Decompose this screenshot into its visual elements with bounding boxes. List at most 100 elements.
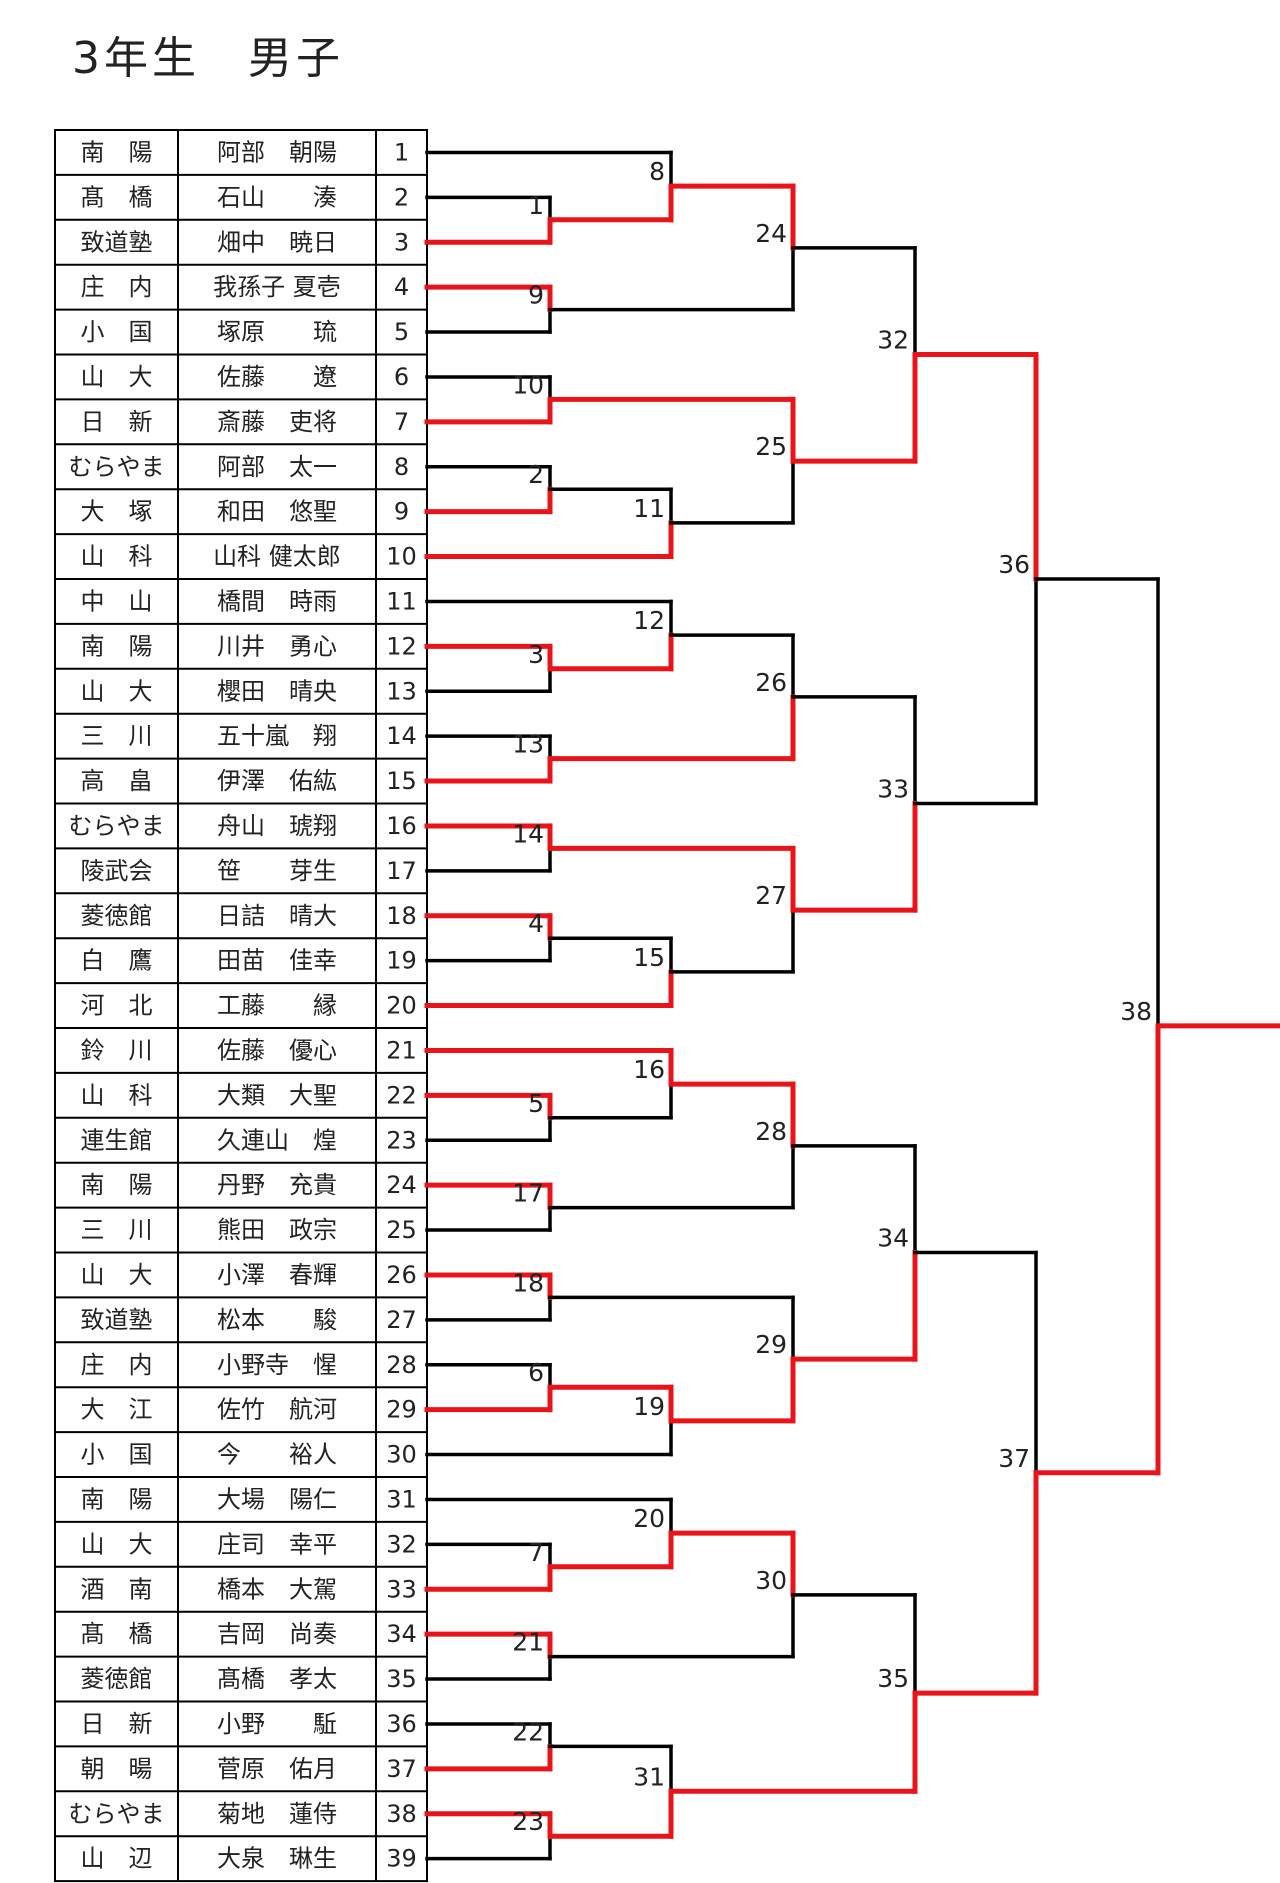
match-number: 11 <box>633 494 665 523</box>
player-number: 37 <box>386 1755 417 1783</box>
player-name: 庄司 幸平 <box>217 1530 337 1558</box>
match-labels: 1234567891011121314151617181920212223242… <box>512 157 1152 1836</box>
match-number: 23 <box>512 1807 544 1836</box>
match-number: 31 <box>633 1762 665 1791</box>
player-name: 山科 健太郎 <box>213 543 341 571</box>
player-school: 連生館 <box>81 1126 153 1154</box>
player-number: 7 <box>394 408 409 436</box>
player-school: 高 畠 <box>81 767 153 795</box>
match-number: 1 <box>528 191 544 220</box>
player-school: 三 川 <box>81 722 153 750</box>
player-name: 畑中 暁日 <box>217 228 337 256</box>
player-number: 23 <box>386 1126 417 1154</box>
match-number: 15 <box>633 943 665 972</box>
player-name: 橋本 大駕 <box>217 1575 337 1603</box>
player-name: 橋間 時雨 <box>217 587 337 615</box>
match-number: 37 <box>998 1444 1030 1473</box>
player-number: 3 <box>394 228 409 256</box>
player-number: 33 <box>386 1575 417 1603</box>
player-name: 髙橋 孝太 <box>217 1665 337 1693</box>
player-school: 南 陽 <box>81 1171 153 1199</box>
player-number: 39 <box>386 1845 417 1873</box>
player-name: 日詰 晴大 <box>217 902 337 930</box>
player-number: 32 <box>386 1530 417 1558</box>
player-school: 朝 暘 <box>81 1755 153 1783</box>
page-title: 3年生 男子 <box>72 33 344 84</box>
player-number: 18 <box>386 902 417 930</box>
player-number: 24 <box>386 1171 417 1199</box>
player-school: 小 国 <box>81 318 153 346</box>
player-number: 13 <box>386 677 417 705</box>
match-number: 20 <box>633 1504 665 1533</box>
match-number: 8 <box>649 157 665 186</box>
player-name: 小野寺 惺 <box>217 1351 337 1379</box>
match-number: 29 <box>755 1330 787 1359</box>
player-school: 髙 橋 <box>81 1620 153 1648</box>
player-name: 佐竹 航河 <box>217 1396 337 1424</box>
player-number: 29 <box>386 1396 417 1424</box>
player-number: 5 <box>394 318 409 346</box>
player-school: 山 大 <box>81 1261 153 1289</box>
player-number: 1 <box>394 138 409 166</box>
player-number: 25 <box>386 1216 417 1244</box>
player-name: 吉岡 尚奏 <box>217 1620 337 1648</box>
match-number: 26 <box>755 668 787 697</box>
player-name: 阿部 太一 <box>217 453 337 481</box>
match-number: 6 <box>528 1358 544 1387</box>
player-number: 36 <box>386 1710 417 1738</box>
match-number: 14 <box>512 819 544 848</box>
match-number: 19 <box>633 1392 665 1421</box>
match-number: 32 <box>877 326 909 355</box>
player-name: 五十嵐 翔 <box>217 722 337 750</box>
match-number: 3 <box>528 640 544 669</box>
player-school: 庄 内 <box>81 273 153 301</box>
match-number: 10 <box>512 370 544 399</box>
match-number: 18 <box>512 1268 544 1297</box>
player-number: 35 <box>386 1665 417 1693</box>
player-school: 山 大 <box>81 677 153 705</box>
player-school: 山 辺 <box>81 1845 153 1873</box>
player-name: 大泉 琳生 <box>217 1845 337 1873</box>
match-number: 33 <box>877 775 909 804</box>
player-number: 2 <box>394 183 409 211</box>
match-number: 17 <box>512 1179 544 1208</box>
match-number: 7 <box>528 1538 544 1567</box>
player-number: 34 <box>386 1620 417 1648</box>
player-school: 河 北 <box>81 992 153 1020</box>
player-school: 鈴 川 <box>81 1036 153 1064</box>
player-school: 中 山 <box>81 587 153 615</box>
player-name: 菊地 蓮侍 <box>217 1800 337 1828</box>
player-school: 三 川 <box>81 1216 153 1244</box>
match-number: 27 <box>755 881 787 910</box>
match-number: 34 <box>877 1224 909 1253</box>
match-number: 28 <box>755 1117 787 1146</box>
player-number: 28 <box>386 1351 417 1379</box>
player-name: 松本 駿 <box>217 1306 337 1334</box>
player-school: 山 科 <box>81 543 153 571</box>
player-name: 佐藤 優心 <box>217 1036 337 1064</box>
player-number: 8 <box>394 453 409 481</box>
player-school: 南 陽 <box>81 138 153 166</box>
player-school: 致道塾 <box>81 228 153 256</box>
player-school: 南 陽 <box>81 1485 153 1513</box>
player-number: 21 <box>386 1036 417 1064</box>
player-number: 17 <box>386 857 417 885</box>
player-name: 舟山 琥翔 <box>217 812 337 840</box>
player-school: 大 塚 <box>81 498 153 526</box>
player-number: 12 <box>386 632 417 660</box>
match-number: 5 <box>528 1089 544 1118</box>
player-school: 庄 内 <box>81 1351 153 1379</box>
match-number: 12 <box>633 606 665 635</box>
player-number: 19 <box>386 947 417 975</box>
player-school: 大 江 <box>81 1396 153 1424</box>
player-name: 菅原 佑月 <box>217 1755 337 1783</box>
player-name: 熊田 政宗 <box>217 1216 337 1244</box>
player-name: 石山 湊 <box>217 183 337 211</box>
player-name: 佐藤 遼 <box>217 363 337 391</box>
player-number: 22 <box>386 1081 417 1109</box>
match-number: 4 <box>528 909 544 938</box>
player-school: むらやま <box>69 453 165 481</box>
player-number: 27 <box>386 1306 417 1334</box>
player-name: 阿部 朝陽 <box>217 138 337 166</box>
